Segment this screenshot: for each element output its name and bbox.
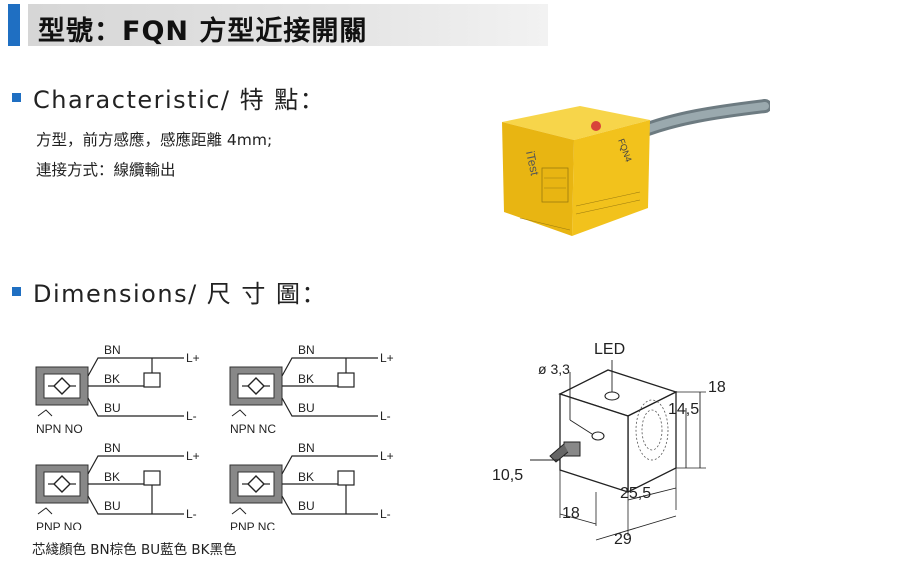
wiring-diagram-pnp-no: BN BK BU L+ L- PNP NO	[35, 441, 200, 530]
square-bullet-icon	[12, 93, 21, 102]
output-type-label: PNP NO	[36, 520, 82, 530]
label-width-front: 18	[562, 505, 580, 522]
terminal-label-l-plus: L+	[186, 449, 200, 463]
wire-label-bk: BK	[104, 372, 120, 386]
label-led: LED	[594, 341, 625, 358]
wire-label-bu: BU	[104, 499, 121, 513]
feature-line-2: 連接方式：線纜輸出	[36, 161, 176, 179]
title-accent-bar	[8, 4, 20, 46]
product-photo: FQN4 iTest	[502, 99, 770, 236]
wire-label-bn: BN	[104, 343, 121, 357]
dimension-drawing: LED ø 3,3 18 14,5 10,5 18 25,5 29	[492, 341, 726, 548]
wire-label-bn: BN	[298, 343, 315, 357]
terminal-label-l-minus: L-	[186, 409, 197, 423]
wire-label-bu: BU	[298, 401, 315, 415]
wire-label-bu: BU	[298, 499, 315, 513]
wire-colors-note: 芯綫顏色 BN棕色 BU藍色 BK黑色	[32, 542, 237, 558]
label-hole-diameter: ø 3,3	[538, 361, 570, 377]
terminal-label-l-plus: L+	[186, 351, 200, 365]
wire-label-bn: BN	[298, 441, 315, 455]
sensor-body-side	[572, 120, 650, 236]
wiring-diagram-pnp-nc: BN BK BU L+ L- PNP NC	[229, 441, 394, 530]
label-height-inner: 14,5	[668, 401, 699, 418]
terminal-label-l-minus: L-	[380, 507, 391, 521]
label-length: 29	[614, 531, 632, 548]
title-background	[28, 4, 548, 46]
photo-brand-label: iTest	[523, 150, 542, 178]
terminal-label-l-minus: L-	[186, 507, 197, 521]
label-length-inner: 25,5	[620, 485, 651, 502]
label-height: 18	[708, 379, 726, 396]
sensor-body-front	[502, 122, 574, 236]
section-characteristic: Characteristic/ 特 點：	[12, 80, 325, 115]
title-bar: 型號：FQN 方型近接開關	[8, 4, 548, 47]
section-heading-characteristic: Characteristic/ 特 點：	[33, 86, 326, 114]
wire-label-bu: BU	[104, 401, 121, 415]
terminal-label-l-plus: L+	[380, 351, 394, 365]
terminal-label-l-minus: L-	[380, 409, 391, 423]
section-heading-dimensions: Dimensions/ 尺 寸 圖：	[33, 280, 328, 308]
output-type-label: PNP NC	[230, 520, 275, 530]
wire-label-bk: BK	[298, 470, 314, 484]
wiring-diagram-npn-nc: BN BK BU L+ L- NPN NC	[229, 343, 394, 436]
section-dimensions: Dimensions/ 尺 寸 圖：	[12, 274, 327, 309]
output-type-label: NPN NO	[36, 422, 83, 436]
wire-label-bk: BK	[298, 372, 314, 386]
output-type-label: NPN NC	[230, 422, 276, 436]
terminal-label-l-plus: L+	[380, 449, 394, 463]
wire-label-bn: BN	[104, 441, 121, 455]
wire-label-bk: BK	[104, 470, 120, 484]
feature-line-1: 方型，前方感應，感應距離 4mm;	[36, 131, 273, 149]
label-depth: 10,5	[492, 467, 523, 484]
wiring-diagrams: BN BK BU L+ L- NPN NO BN BK BU L+ L- NPN…	[35, 343, 394, 530]
page-title: 型號：FQN 方型近接開關	[38, 16, 368, 47]
square-bullet-icon	[12, 287, 21, 296]
wiring-diagram-npn-no: BN BK BU L+ L- NPN NO	[35, 343, 200, 436]
